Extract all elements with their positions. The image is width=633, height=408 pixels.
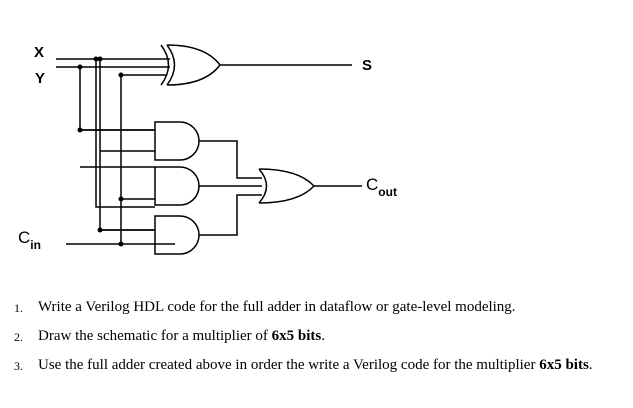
task-item-3: 3. Use the full adder created above in o… [10, 356, 610, 375]
task-item-2: 2. Draw the schematic for a multiplier o… [10, 327, 610, 346]
full-adder-circuit-diagram: X Y Cin S Cout [18, 44, 397, 255]
task-number: 2. [14, 330, 23, 344]
task-number: 1. [14, 301, 23, 315]
input-label-y: Y [35, 70, 45, 87]
output-label-s: S [362, 57, 372, 74]
task-list: 1. Write a Verilog HDL code for the full… [10, 298, 610, 385]
task-item-1: 1. Write a Verilog HDL code for the full… [10, 298, 610, 317]
input-label-x: X [34, 44, 44, 61]
task-number: 3. [14, 359, 23, 373]
task-text-end: . [321, 328, 326, 344]
and-gate-2 [154, 166, 200, 206]
input-label-cin: Cin [18, 228, 41, 252]
or-gate [258, 168, 316, 204]
task-text-end: . [588, 357, 593, 373]
and-gate-3 [154, 215, 200, 255]
task-bold-text: 6x5 bits [539, 357, 589, 373]
output-label-cout: Cout [366, 175, 397, 199]
and-output-wires [199, 140, 262, 236]
task-text: Draw the schematic for a multiplier of [38, 328, 272, 344]
and-gate-1 [154, 121, 200, 161]
task-text: Use the full adder created above in orde… [38, 357, 540, 373]
xor-gate [160, 44, 221, 86]
junction-dots [77, 56, 124, 247]
and-gate-input-wires [80, 59, 155, 231]
task-text: Write a Verilog HDL code for the full ad… [38, 299, 516, 315]
task-bold-text: 6x5 bits [271, 328, 322, 344]
